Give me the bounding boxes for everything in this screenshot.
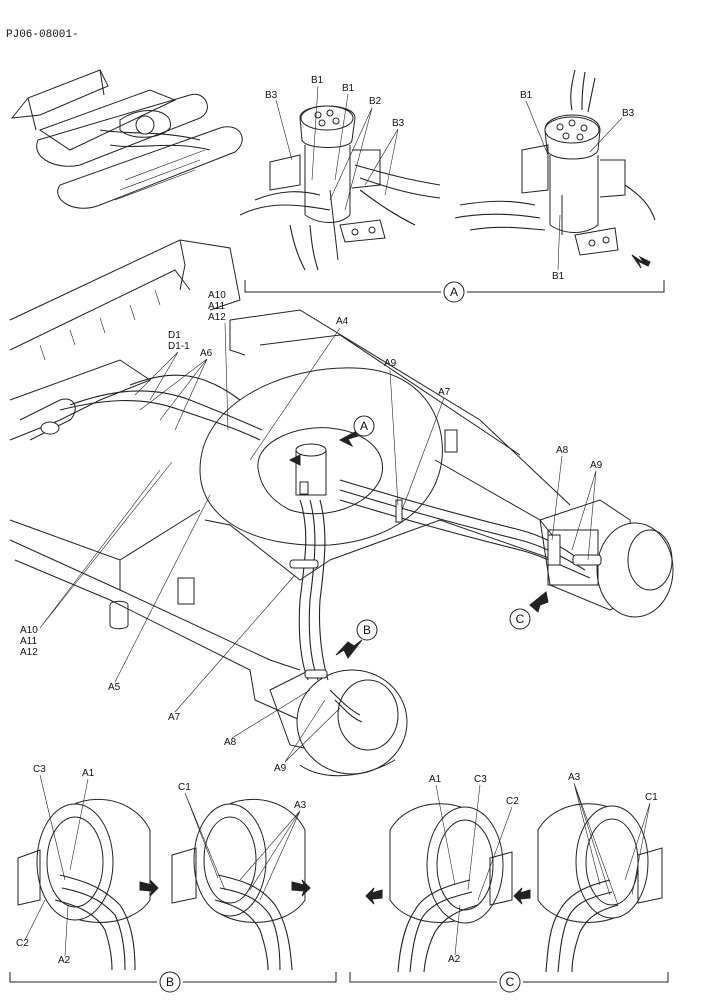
label-b2: B2: [369, 96, 382, 107]
label-a11: A11: [208, 301, 225, 312]
swivel-joint-right: [454, 69, 656, 256]
view-a-pointer-icon: [338, 431, 359, 448]
label-a8: A8: [556, 445, 569, 456]
label-a9: A9: [384, 358, 397, 369]
label-a12: A12: [208, 312, 226, 323]
label-a3: A3: [568, 772, 581, 783]
label-a9: A9: [590, 460, 603, 471]
view-b-dir-arrow-icon: [139, 879, 159, 897]
machine-overview-thumbnail: [10, 69, 243, 209]
label-a4: A4: [336, 316, 349, 327]
label-c2: C2: [506, 796, 519, 807]
view-c-bracket: [349, 972, 669, 983]
label-a6: A6: [200, 348, 213, 359]
view-b-dir-arrow2-icon: [291, 879, 311, 897]
label-b1: B1: [552, 271, 565, 282]
motor-c-right: [513, 803, 663, 973]
label-c3: C3: [474, 774, 487, 785]
motor-c-left: [365, 803, 513, 973]
label-b3: B3: [265, 90, 278, 101]
view-c-callout: C: [516, 612, 525, 626]
label-d1: D1: [168, 330, 181, 341]
view-a-letter: A: [450, 285, 458, 299]
label-c2: C2: [16, 938, 29, 949]
label-a11: A11: [20, 636, 37, 647]
label-a10: A10: [208, 290, 226, 301]
label-c3: C3: [33, 764, 46, 775]
view-a-bracket: [244, 280, 665, 293]
label-b1: B1: [342, 83, 355, 94]
label-d1-1: D1-1: [168, 341, 190, 352]
view-b-letter: B: [166, 975, 174, 989]
label-b1: B1: [520, 90, 533, 101]
label-b3: B3: [392, 118, 405, 129]
label-a2: A2: [448, 954, 461, 965]
view-b-marker: [159, 971, 181, 993]
reference-number: PJ06-08001-: [6, 29, 79, 41]
label-b1: B1: [311, 75, 324, 86]
label-a1: A1: [429, 774, 442, 785]
view-b-callout: B: [363, 623, 371, 637]
label-c1: C1: [645, 792, 658, 803]
label-a12: A12: [20, 647, 38, 658]
label-a10: A10: [20, 625, 38, 636]
view-a-callout: A: [360, 419, 368, 433]
label-a7: A7: [168, 712, 181, 723]
label-c1: C1: [178, 782, 191, 793]
view-c-detail: A1 C3 C2 A2 A3 C1 C: [349, 772, 669, 993]
left-travel-motor: [269, 669, 408, 777]
view-c-dir-arrow2-icon: [513, 887, 531, 905]
view-a-detail: A B3 B1 B1 B2 B3 B1 B3 B1: [239, 69, 665, 303]
label-a9: A9: [274, 763, 287, 774]
label-a5: A5: [108, 682, 121, 693]
label-a1: A1: [82, 768, 95, 779]
view-c-marker: [499, 971, 521, 993]
motor-b-right: [171, 798, 311, 971]
view-b-bracket: [9, 972, 337, 983]
main-undercarriage-view: A B C A10 A11 A12 D1 D1-1 A6 A4 A9 A7 A8…: [9, 239, 674, 777]
label-a8: A8: [224, 737, 237, 748]
label-a3: A3: [294, 800, 307, 811]
view-a-arrow-icon: [631, 254, 651, 269]
motor-b-left: [17, 798, 159, 971]
view-c-pointer-icon: [529, 591, 549, 613]
swivel-joint-left: [239, 105, 441, 271]
view-b-pointer-icon: [335, 639, 363, 659]
view-b-detail: C3 A1 C2 A2 C1 A3 B: [9, 764, 337, 993]
view-c-dir-arrow-icon: [365, 887, 383, 905]
view-c-letter: C: [506, 975, 515, 989]
label-b3: B3: [622, 108, 635, 119]
label-a2: A2: [58, 955, 71, 966]
view-a-marker: [443, 281, 465, 303]
label-a7: A7: [438, 387, 451, 398]
